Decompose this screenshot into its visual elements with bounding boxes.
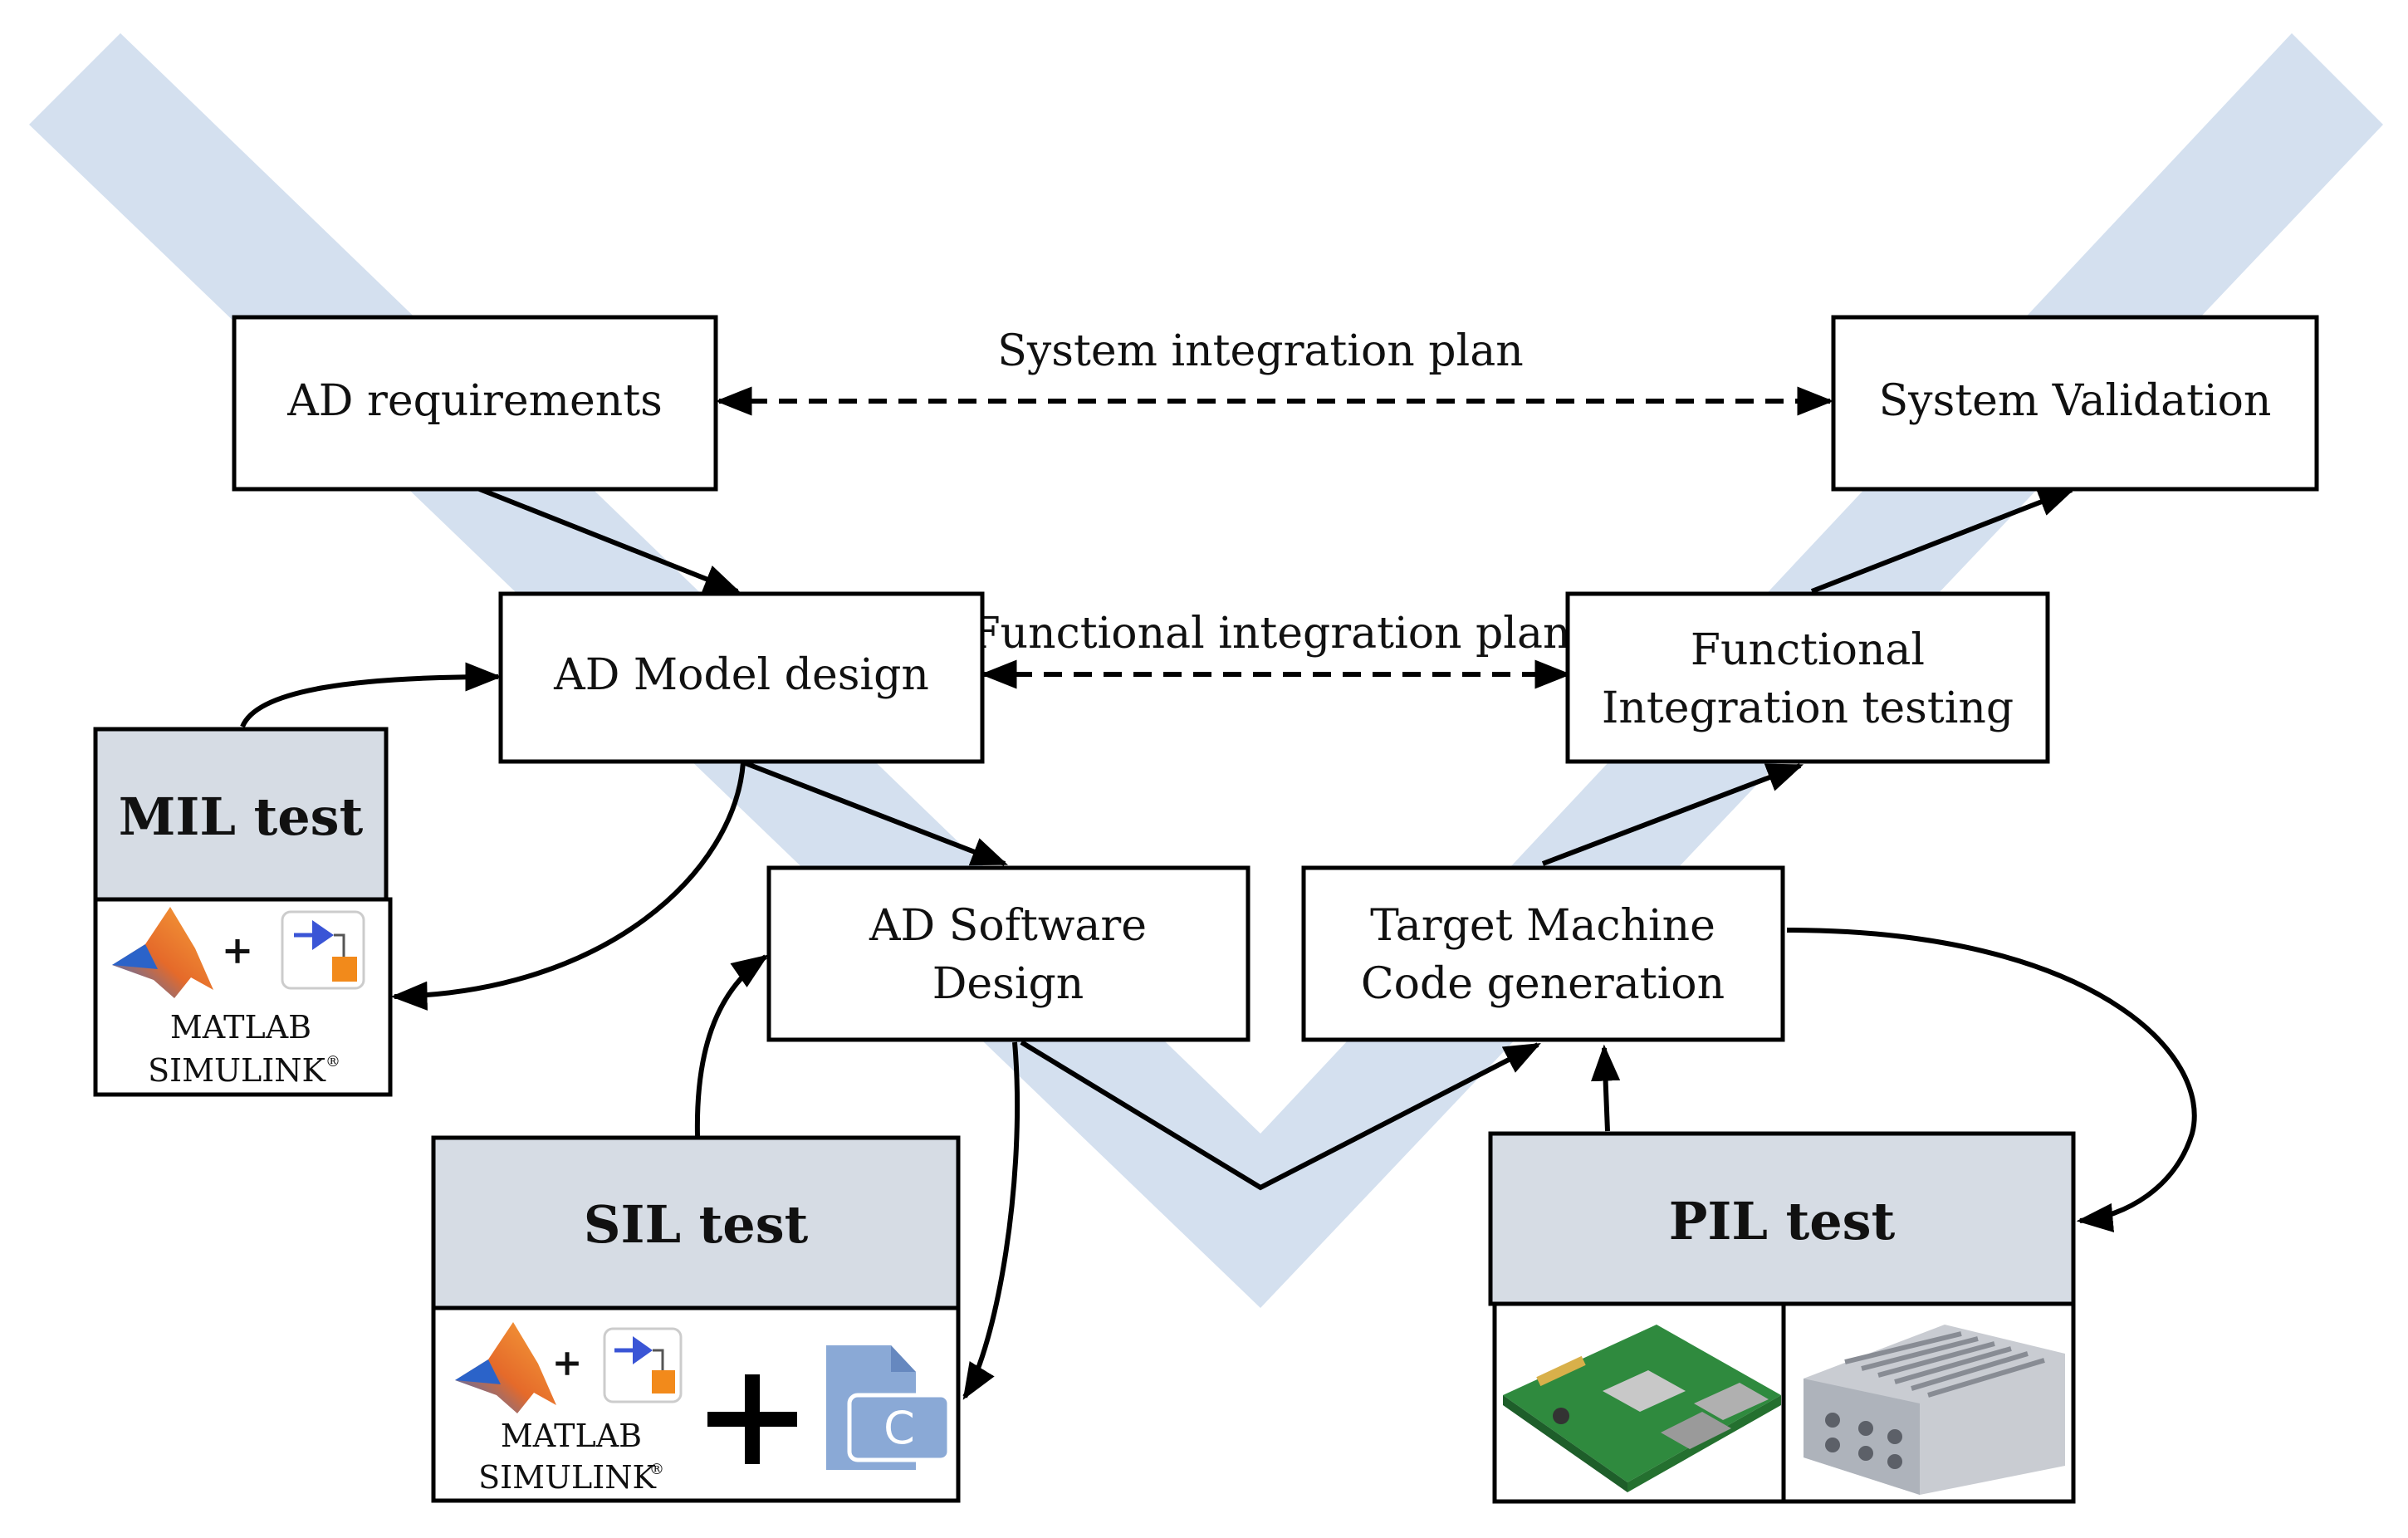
- target-machine-code-generation-box: Target Machine Code generation: [1301, 865, 1785, 1042]
- embedded-pc-icon: [1804, 1325, 2065, 1495]
- arrow-codegen-to-functional: [1541, 763, 1804, 866]
- arrow-functional-to-validation: [1810, 487, 2076, 594]
- functional-integration-testing-label-line2: Integration testing: [1602, 683, 2014, 733]
- functional-integration-testing-box: Functional Integration testing: [1565, 591, 2050, 764]
- mil-matlab-text: MATLAB: [170, 1009, 311, 1046]
- matlab-logo-icon: [455, 1322, 556, 1413]
- arrow-software-to-codegen: [1020, 1040, 1541, 1191]
- system-validation-box: System Validation: [1831, 315, 2319, 492]
- ad-requirements-label: AD requirements: [286, 376, 663, 426]
- ad-model-design-label: AD Model design: [553, 650, 929, 700]
- functional-integration-plan-label: Functional integration plan: [971, 609, 1571, 659]
- system-validation-label: System Validation: [1879, 376, 2272, 426]
- arrow-model-to-mil: [390, 762, 746, 1011]
- arrow-codegen-to-pil: [1786, 928, 2197, 1232]
- mil-simulink-text: SIMULINK: [148, 1052, 325, 1089]
- sil-plus-small: +: [552, 1342, 583, 1384]
- arrow-pil-to-codegen: [1590, 1044, 1621, 1132]
- ad-software-design-label-line2: Design: [932, 959, 1084, 1009]
- arrow-mil-to-model: [240, 662, 502, 728]
- arrow-requirements-to-model: [476, 486, 741, 594]
- flow-arrows: [240, 486, 2197, 1400]
- functional-integration-testing-label-line1: Functional: [1691, 625, 1925, 675]
- ad-model-design-box: AD Model design: [498, 591, 985, 764]
- mil-plus: +: [222, 928, 254, 972]
- simulink-logo-icon: [281, 910, 365, 990]
- simulink-logo-icon: [603, 1327, 683, 1403]
- raspberry-pi-board-icon: [1503, 1325, 1781, 1492]
- system-integration-plan-label: System integration plan: [997, 326, 1523, 376]
- mil-test-label: MIL test: [119, 786, 364, 847]
- pil-test-block: PIL test: [1488, 1131, 2076, 1504]
- arrow-software-to-sil: [962, 1041, 1020, 1400]
- sil-test-block: SIL test + MATLAB SIMULINK ® C: [431, 1135, 961, 1503]
- c-file-icon: C: [826, 1345, 952, 1470]
- arrow-sil-to-software: [694, 954, 769, 1137]
- ad-requirements-box: AD requirements: [232, 315, 718, 492]
- target-machine-label-line1: Target Machine: [1370, 901, 1715, 951]
- target-machine-label-line2: Code generation: [1361, 959, 1725, 1009]
- ad-software-design-label-line1: AD Software: [869, 901, 1147, 951]
- matlab-logo-icon: [112, 907, 213, 998]
- ad-software-design-box: AD Software Design: [766, 865, 1250, 1042]
- arrow-model-to-software: [741, 760, 1009, 866]
- sil-test-label: SIL test: [584, 1194, 809, 1255]
- sil-matlab-text: MATLAB: [501, 1418, 642, 1454]
- c-file-letter: C: [883, 1402, 915, 1454]
- sil-registered-mark: ®: [649, 1461, 664, 1478]
- mil-test-block: MIL test + MATLAB SIMULINK ®: [93, 727, 393, 1097]
- big-plus-icon: [707, 1374, 797, 1464]
- mil-registered-mark: ®: [325, 1053, 340, 1070]
- pil-test-label: PIL test: [1669, 1191, 1896, 1251]
- sil-simulink-text: SIMULINK: [478, 1459, 656, 1496]
